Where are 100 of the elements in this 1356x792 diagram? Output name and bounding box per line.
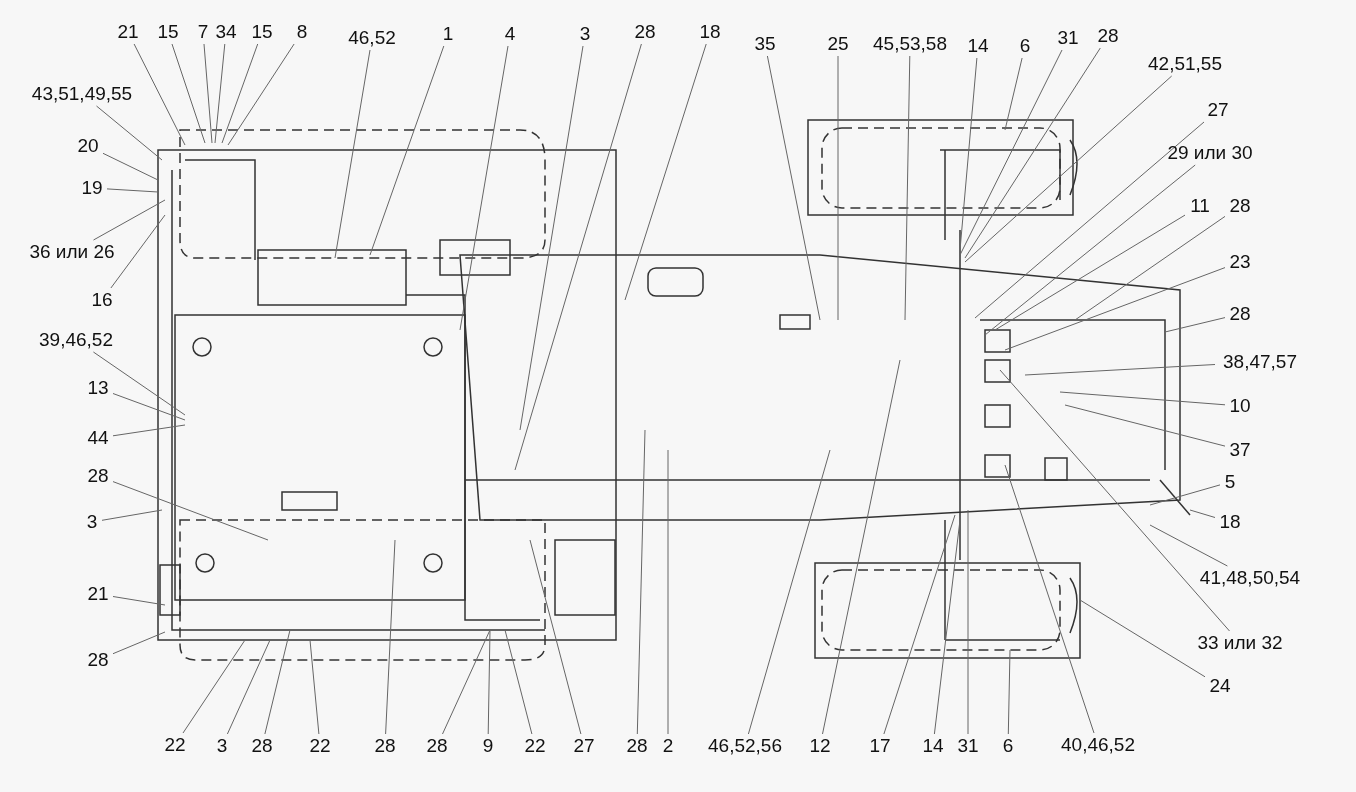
leader-line	[203, 43, 213, 144]
leader-line	[112, 424, 186, 437]
leader-line	[959, 49, 1063, 256]
callout-number: 8	[296, 22, 308, 42]
leader-line	[667, 449, 669, 735]
callout-number: 39,46,52	[39, 330, 113, 350]
leader-line	[984, 164, 1196, 336]
callout-number: 38,47,57	[1223, 352, 1297, 372]
leader-line	[519, 45, 584, 431]
callout-number: 28	[634, 22, 656, 42]
leader-line	[93, 199, 166, 241]
callout-number: 21	[87, 584, 109, 604]
callout-number: 23	[1229, 252, 1251, 272]
leader-line	[1149, 484, 1221, 506]
callout-number: 20	[77, 136, 99, 156]
leader-line	[459, 45, 509, 331]
leader-line	[1007, 649, 1011, 735]
leader-line	[636, 429, 646, 735]
callout-number: 10	[1229, 396, 1251, 416]
callout-number: 15	[251, 22, 273, 42]
leader-line	[1004, 267, 1226, 351]
leader-line	[112, 393, 186, 421]
leader-line	[112, 481, 269, 541]
callout-number: 19	[81, 178, 103, 198]
leader-line	[904, 55, 911, 321]
callout-number: 40,46,52	[1061, 735, 1135, 755]
callout-number: 28	[1229, 304, 1251, 324]
callout-number: 35	[754, 34, 776, 54]
leader-line	[837, 55, 839, 321]
leader-line	[92, 351, 186, 416]
leader-line	[214, 43, 226, 144]
callout-number: 13	[87, 378, 109, 398]
leader-line	[624, 43, 707, 301]
leader-line	[747, 449, 831, 735]
callout-number: 41,48,50,54	[1199, 568, 1301, 588]
callout-number: 28	[87, 650, 109, 670]
leader-line	[1189, 509, 1216, 518]
callout-number: 18	[699, 22, 721, 42]
leader-line	[334, 49, 371, 259]
callout-number: 3	[579, 24, 591, 44]
leader-line	[171, 43, 206, 144]
leader-line	[967, 509, 969, 735]
callout-number: 9	[482, 736, 494, 756]
leader-line	[1024, 364, 1216, 376]
callout-number: 15	[157, 22, 179, 42]
leader-line	[106, 188, 159, 193]
callout-number: 28	[626, 736, 648, 756]
leader-line	[309, 639, 320, 735]
leader-line	[487, 629, 491, 735]
leader-line	[964, 47, 1101, 259]
callout-number: 28	[251, 736, 273, 756]
leader-line	[96, 105, 163, 161]
leader-line	[101, 509, 163, 521]
callout-number: 29 или 30	[1167, 143, 1253, 163]
leader-line	[133, 43, 186, 146]
leader-line	[994, 214, 1186, 331]
leader-line	[504, 629, 533, 735]
callout-number: 22	[524, 736, 546, 756]
leader-line	[514, 43, 642, 471]
leader-line	[385, 539, 396, 735]
callout-number: 25	[827, 34, 849, 54]
leader-line	[1149, 524, 1228, 567]
callout-number: 24	[1209, 676, 1231, 696]
callout-number: 18	[1219, 512, 1241, 532]
callout-number: 14	[967, 36, 989, 56]
callout-number: 46,52	[348, 28, 396, 48]
leader-line	[112, 631, 166, 655]
callout-number: 44	[87, 428, 109, 448]
leader-line	[964, 75, 1173, 263]
leader-line	[182, 639, 246, 734]
callout-number: 6	[1019, 36, 1031, 56]
callout-number: 21	[117, 22, 139, 42]
leader-line	[1004, 464, 1095, 734]
leader-line	[110, 214, 166, 289]
callout-number: 27	[1207, 100, 1229, 120]
callout-number: 37	[1229, 440, 1251, 460]
leader-line	[442, 629, 491, 735]
callout-number: 36 или 26	[29, 242, 115, 262]
leader-line	[1064, 404, 1226, 447]
leader-line	[766, 55, 821, 321]
leader-line	[822, 359, 901, 735]
callout-number: 14	[922, 736, 944, 756]
callout-number: 46,52,56	[708, 736, 782, 756]
callout-number: 34	[215, 22, 237, 42]
leader-line	[221, 43, 259, 144]
callout-number: 28	[1097, 26, 1119, 46]
leader-line	[974, 121, 1205, 319]
callout-number: 17	[869, 736, 891, 756]
callout-number: 31	[1057, 28, 1079, 48]
leader-line	[999, 369, 1230, 632]
callout-number: 4	[504, 24, 516, 44]
callout-number: 3	[86, 512, 98, 532]
leader-line	[1074, 215, 1226, 321]
callout-number: 12	[809, 736, 831, 756]
callout-number: 28	[87, 466, 109, 486]
callout-number: 22	[164, 735, 186, 755]
callout-number: 6	[1002, 736, 1014, 756]
callout-number: 45,53,58	[873, 34, 947, 54]
callout-number: 43,51,49,55	[31, 84, 133, 104]
leader-line	[264, 629, 291, 735]
